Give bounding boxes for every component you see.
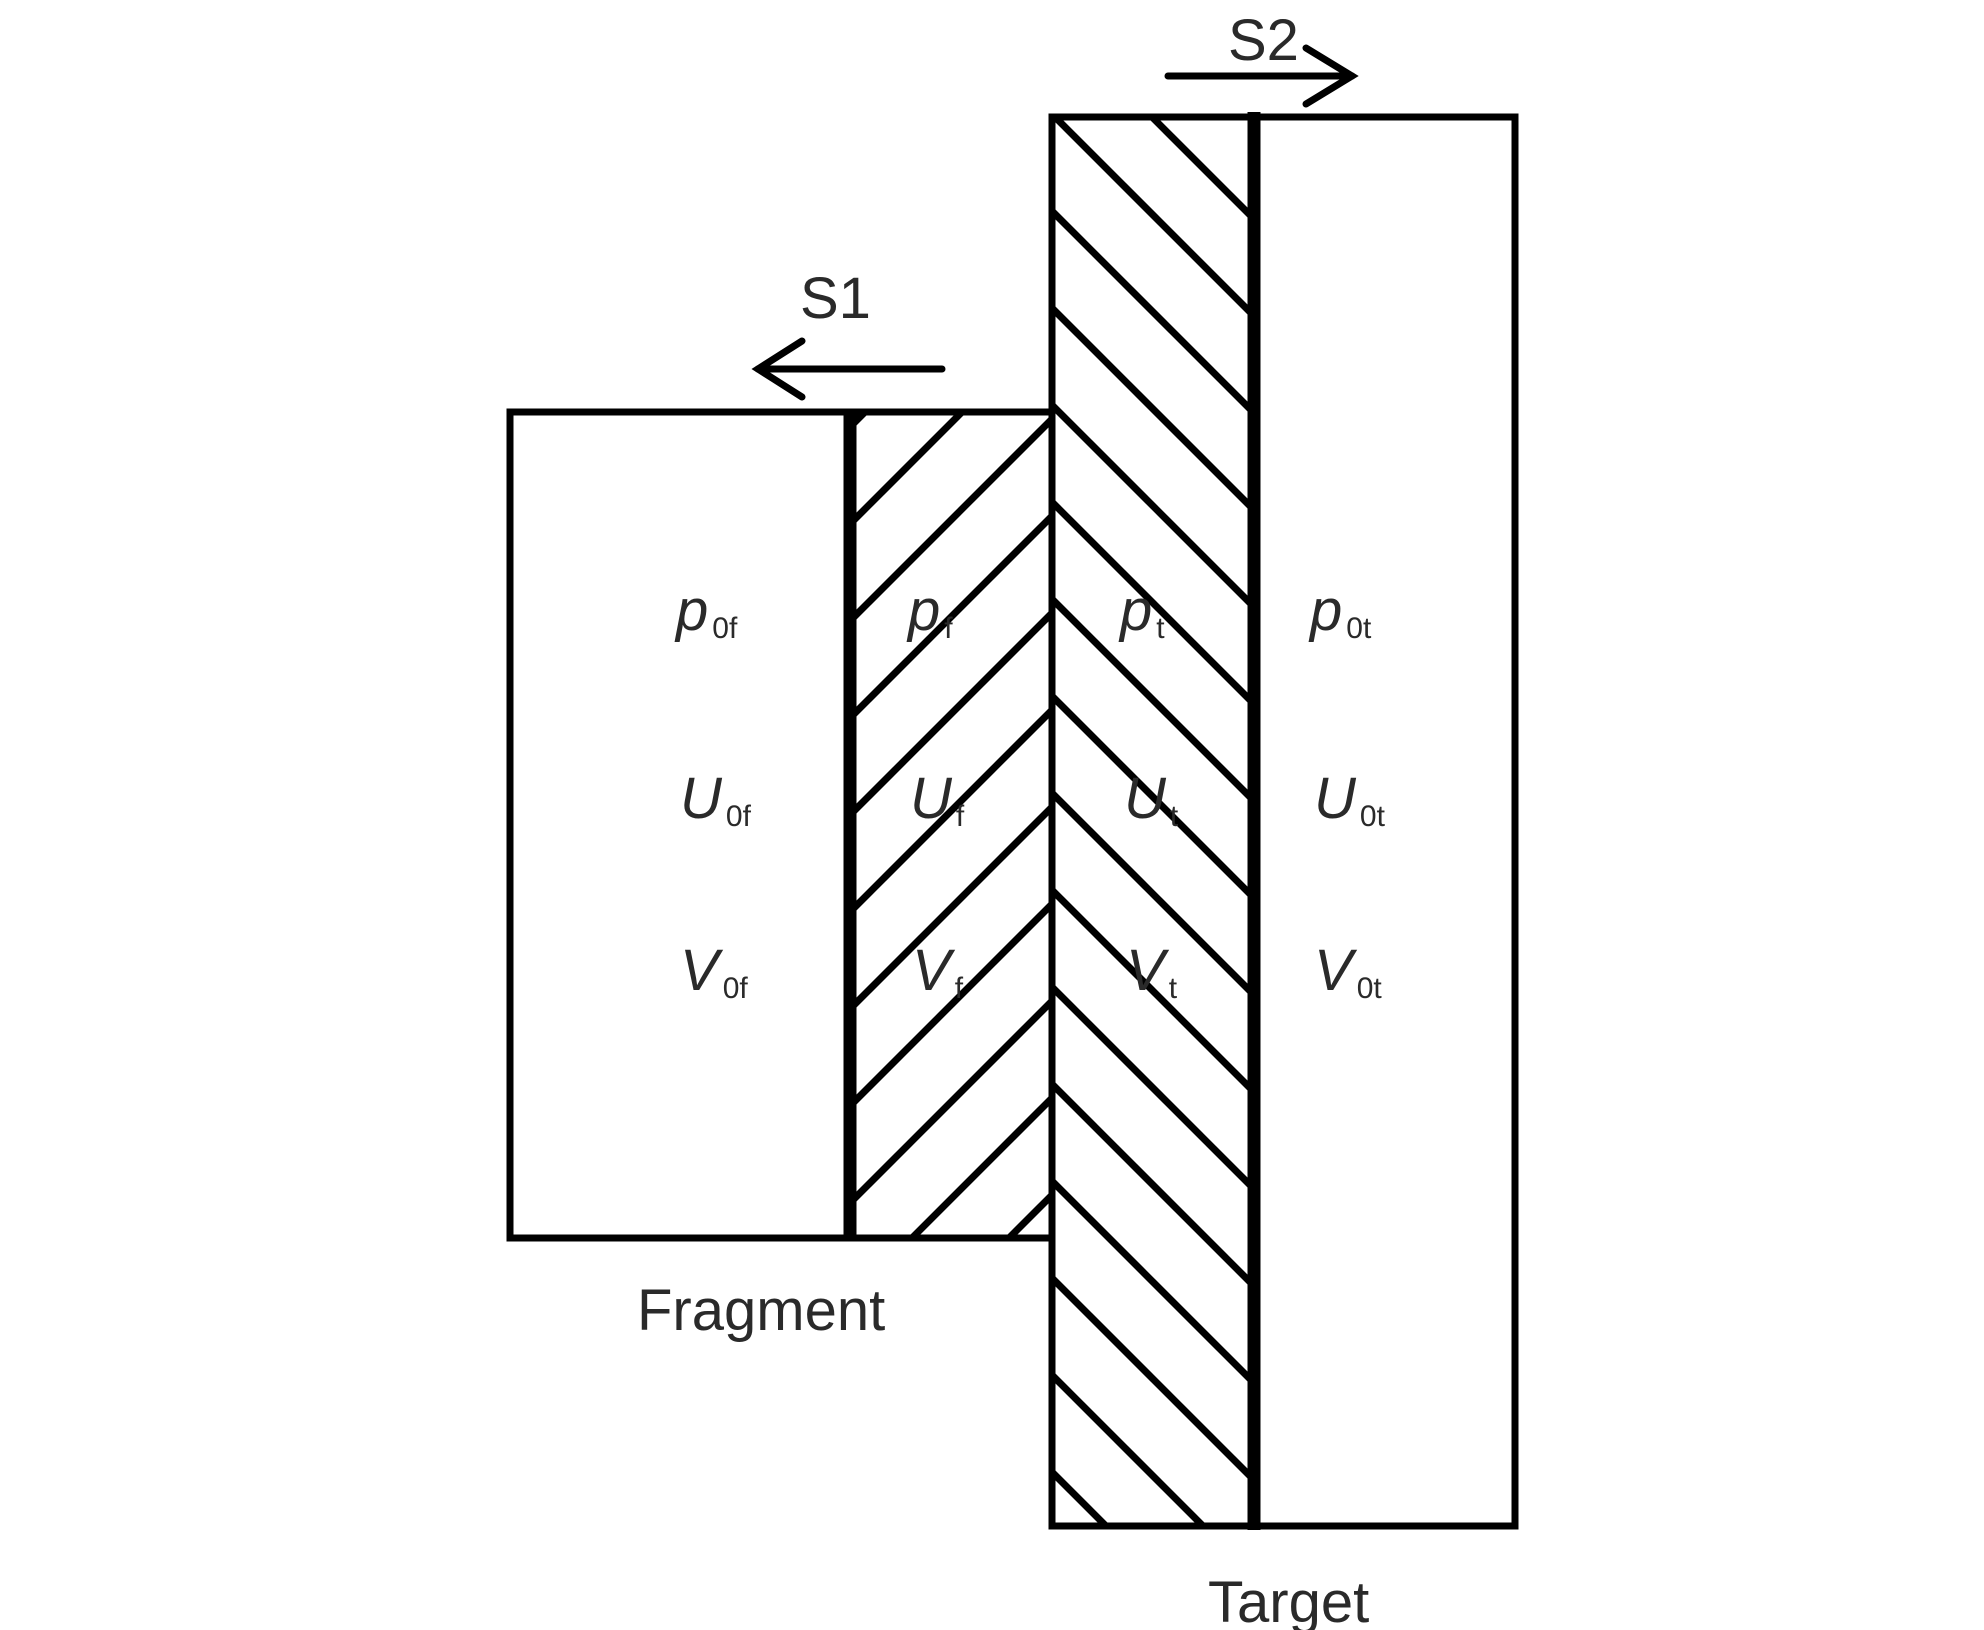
hatch-line — [1052, 1275, 1254, 1483]
fragment-body — [506, 408, 1056, 1242]
hatch-line — [1052, 693, 1254, 901]
hatch-line — [1052, 305, 1254, 513]
hatch-line — [1052, 596, 1254, 804]
hatch-line — [1004, 1192, 1052, 1238]
hatch-line — [850, 412, 967, 527]
target-shocked-hatching — [1052, 117, 1254, 1526]
hatch-line — [1052, 887, 1254, 1095]
hatch-line — [1244, 117, 1254, 125]
target-label: Target — [1208, 1570, 1369, 1630]
hatch-line — [850, 416, 1052, 624]
s2-arrow — [1164, 44, 1359, 108]
hatch-line — [1052, 402, 1254, 610]
hatch-line — [1052, 499, 1254, 707]
hatch-line — [1052, 984, 1254, 1192]
s1-label: S1 — [800, 266, 871, 331]
target-body — [1048, 113, 1519, 1530]
hatch-line — [850, 707, 1052, 915]
hatch-line — [1052, 208, 1254, 416]
hatch-line — [850, 998, 1052, 1206]
hatch-line — [1052, 1372, 1208, 1526]
hatch-line — [907, 1095, 1052, 1238]
hatch-line — [850, 412, 870, 430]
hatch-line — [850, 901, 1052, 1109]
hatch-line — [850, 513, 1052, 721]
s2-label: S2 — [1228, 8, 1299, 73]
fragment-label: Fragment — [637, 1278, 885, 1343]
hatch-line — [1052, 1081, 1254, 1289]
fragment-shocked-hatching — [850, 412, 1052, 1238]
hatch-line — [1052, 1178, 1254, 1386]
hatch-line — [1052, 117, 1254, 319]
hatch-line — [850, 804, 1052, 1012]
hatch-line — [1052, 1469, 1111, 1526]
hatch-line — [1052, 790, 1254, 998]
hatch-line — [850, 610, 1052, 818]
s1-arrow — [751, 337, 946, 401]
